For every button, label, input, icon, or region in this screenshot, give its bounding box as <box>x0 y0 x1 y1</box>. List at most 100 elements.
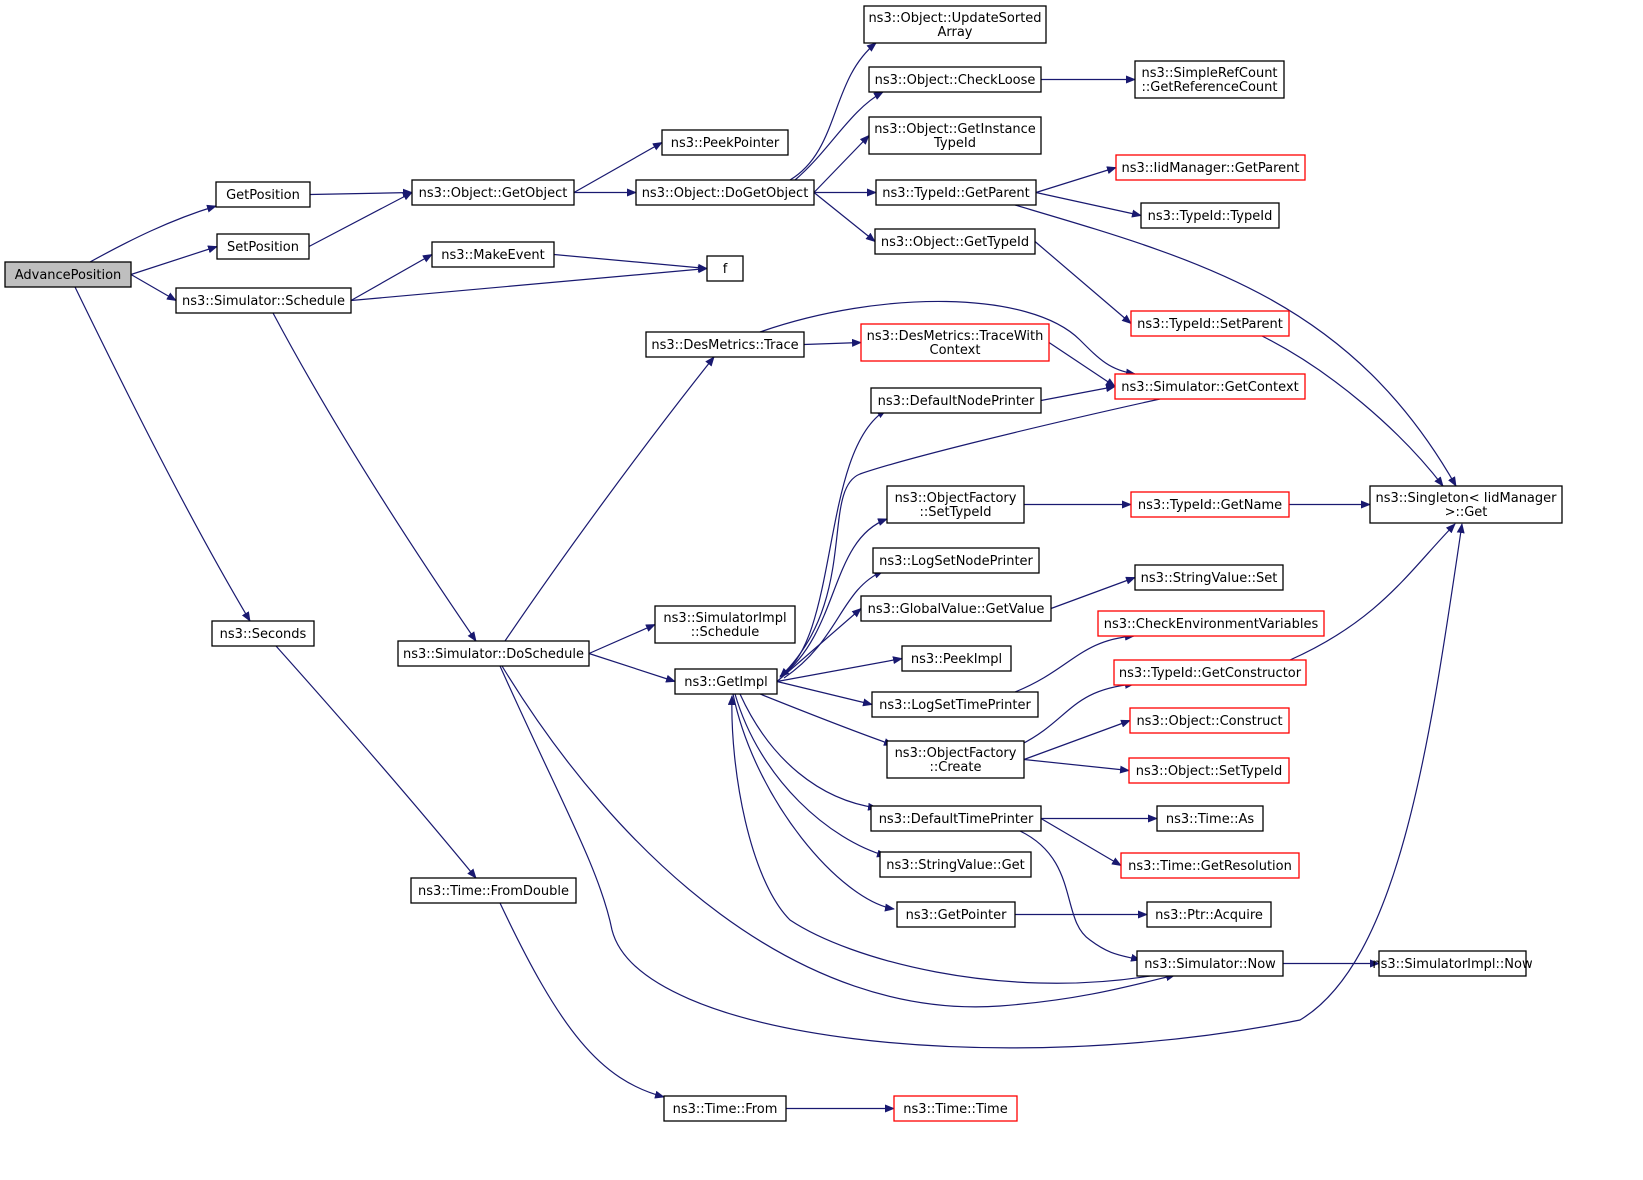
node-gvgetvalue[interactable]: ns3::GlobalValue::GetValue <box>860 595 1052 622</box>
node-timetime[interactable]: ns3::Time::Time <box>893 1095 1018 1122</box>
node-checkenv[interactable]: ns3::CheckEnvironmentVariables <box>1097 610 1325 637</box>
node-box[interactable] <box>663 1095 787 1122</box>
node-box[interactable] <box>215 181 311 208</box>
node-box[interactable] <box>863 5 1047 44</box>
node-box[interactable] <box>874 228 1036 255</box>
node-box[interactable] <box>1134 564 1284 591</box>
node-box[interactable] <box>870 805 1042 832</box>
node-box[interactable] <box>1115 154 1306 181</box>
node-box[interactable] <box>661 129 789 156</box>
node-tidsetparent[interactable]: ns3::TypeId::SetParent <box>1130 310 1290 337</box>
node-box[interactable] <box>397 640 590 667</box>
node-ofcreate[interactable]: ns3::ObjectFactory::Create <box>886 740 1025 779</box>
node-box[interactable] <box>886 485 1025 524</box>
node-timeas[interactable]: ns3::Time::As <box>1156 805 1264 832</box>
node-box[interactable] <box>1146 901 1272 928</box>
node-tidgetctor[interactable]: ns3::TypeId::GetConstructor <box>1113 659 1307 686</box>
node-box[interactable] <box>1128 757 1290 784</box>
node-checkloose[interactable]: ns3::Object::CheckLoose <box>868 66 1042 93</box>
node-box[interactable] <box>674 668 778 695</box>
node-timefrom[interactable]: ns3::Time::From <box>663 1095 787 1122</box>
node-timefromdouble[interactable]: ns3::Time::FromDouble <box>410 877 577 904</box>
node-box[interactable] <box>1134 60 1285 99</box>
node-getpos[interactable]: GetPosition <box>215 181 311 208</box>
node-box[interactable] <box>1129 707 1290 734</box>
node-box[interactable] <box>1130 310 1290 337</box>
node-tidgetparent[interactable]: ns3::TypeId::GetParent <box>875 179 1037 206</box>
node-seconds[interactable]: ns3::Seconds <box>211 620 315 647</box>
node-box[interactable] <box>870 387 1042 414</box>
node-makeevent[interactable]: ns3::MakeEvent <box>431 241 555 268</box>
node-box[interactable] <box>872 547 1040 574</box>
node-box[interactable] <box>1113 659 1307 686</box>
node-peekptr[interactable]: ns3::PeekPointer <box>661 129 789 156</box>
node-box[interactable] <box>868 116 1042 155</box>
node-peekimpl[interactable]: ns3::PeekImpl <box>901 645 1012 672</box>
node-simgetctx[interactable]: ns3::Simulator::GetContext <box>1114 373 1306 400</box>
node-simnow[interactable]: ns3::Simulator::Now <box>1136 950 1284 977</box>
node-box[interactable] <box>886 740 1025 779</box>
node-objgettid[interactable]: ns3::Object::GetTypeId <box>874 228 1036 255</box>
node-advpos[interactable]: AdvancePosition <box>4 261 132 288</box>
node-simsched[interactable]: ns3::Simulator::Schedule <box>175 287 352 314</box>
node-box[interactable] <box>211 620 315 647</box>
node-destrace[interactable]: ns3::DesMetrics::Trace <box>645 331 805 358</box>
node-singleton[interactable]: ns3::Singleton< IidManager>::Get <box>1369 485 1563 524</box>
node-tidgetname[interactable]: ns3::TypeId::GetName <box>1130 491 1290 518</box>
node-simimplnow[interactable]: ns3::SimulatorImpl::Now <box>1372 950 1533 977</box>
node-box[interactable] <box>654 605 796 644</box>
node-box[interactable] <box>175 287 352 314</box>
node-objconstruct[interactable]: ns3::Object::Construct <box>1129 707 1290 734</box>
node-box[interactable] <box>411 179 575 206</box>
node-box[interactable] <box>1156 805 1264 832</box>
node-getrefcount[interactable]: ns3::SimpleRefCount::GetReferenceCount <box>1134 60 1285 99</box>
node-box[interactable] <box>868 66 1042 93</box>
node-box[interactable] <box>1369 485 1563 524</box>
node-box[interactable] <box>706 255 744 282</box>
node-simdosched[interactable]: ns3::Simulator::DoSchedule <box>397 640 590 667</box>
node-ofsettid[interactable]: ns3::ObjectFactory::SetTypeId <box>886 485 1025 524</box>
node-box[interactable] <box>4 261 132 288</box>
node-tidtid[interactable]: ns3::TypeId::TypeId <box>1140 202 1280 229</box>
node-box[interactable] <box>875 179 1037 206</box>
node-getobj[interactable]: ns3::Object::GetObject <box>411 179 575 206</box>
node-box[interactable] <box>635 179 815 206</box>
node-getpointer[interactable]: ns3::GetPointer <box>896 901 1016 928</box>
node-box[interactable] <box>860 323 1050 362</box>
node-box[interactable] <box>1378 950 1527 977</box>
node-ptracquire[interactable]: ns3::Ptr::Acquire <box>1146 901 1272 928</box>
node-getimpl[interactable]: ns3::GetImpl <box>674 668 778 695</box>
node-strvalget[interactable]: ns3::StringValue::Get <box>879 851 1032 878</box>
node-box[interactable] <box>1140 202 1280 229</box>
node-iidgetparent[interactable]: ns3::IidManager::GetParent <box>1115 154 1306 181</box>
node-box[interactable] <box>431 241 555 268</box>
node-simimplsched[interactable]: ns3::SimulatorImpl::Schedule <box>654 605 796 644</box>
node-box[interactable] <box>860 595 1052 622</box>
node-box[interactable] <box>901 645 1012 672</box>
node-strvalset[interactable]: ns3::StringValue::Set <box>1134 564 1284 591</box>
node-box[interactable] <box>410 877 577 904</box>
node-f[interactable]: f <box>706 255 744 282</box>
node-dogetobj[interactable]: ns3::Object::DoGetObject <box>635 179 815 206</box>
node-box[interactable] <box>1136 950 1284 977</box>
node-setpos[interactable]: SetPosition <box>216 233 310 260</box>
node-timegetres[interactable]: ns3::Time::GetResolution <box>1120 852 1300 879</box>
node-objsettid[interactable]: ns3::Object::SetTypeId <box>1128 757 1290 784</box>
node-box[interactable] <box>1097 610 1325 637</box>
node-box[interactable] <box>871 691 1039 718</box>
node-box[interactable] <box>645 331 805 358</box>
node-logsettime[interactable]: ns3::LogSetTimePrinter <box>871 691 1039 718</box>
node-box[interactable] <box>1130 491 1290 518</box>
node-box[interactable] <box>1120 852 1300 879</box>
node-logsetnode[interactable]: ns3::LogSetNodePrinter <box>872 547 1040 574</box>
node-defnodeprinter[interactable]: ns3::DefaultNodePrinter <box>870 387 1042 414</box>
node-box[interactable] <box>896 901 1016 928</box>
node-box[interactable] <box>893 1095 1018 1122</box>
node-deftimeprinter[interactable]: ns3::DefaultTimePrinter <box>870 805 1042 832</box>
node-box[interactable] <box>1114 373 1306 400</box>
node-box[interactable] <box>216 233 310 260</box>
node-box[interactable] <box>879 851 1032 878</box>
